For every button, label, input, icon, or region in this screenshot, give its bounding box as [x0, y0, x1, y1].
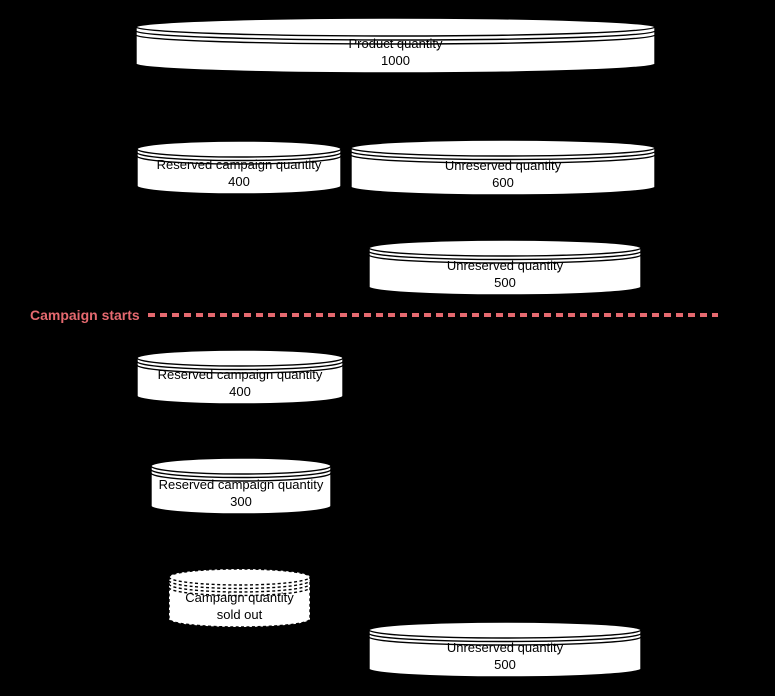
cylinder-product-quantity: Product quantity 1000 — [135, 18, 656, 73]
campaign-starts-label: Campaign starts — [30, 307, 140, 323]
cylinder-shape — [136, 350, 344, 404]
cylinder-shape — [150, 458, 332, 514]
campaign-starts-dashed-line — [148, 313, 718, 317]
cylinder-shape — [168, 569, 311, 627]
cylinder-reserved-campaign-quantity-after: Reserved campaign quantity 400 — [136, 350, 344, 404]
cylinder-shape — [136, 141, 342, 194]
cylinder-reserved-campaign-quantity-before: Reserved campaign quantity 400 — [136, 141, 342, 194]
cylinder-shape — [368, 240, 642, 295]
cylinder-reserved-campaign-quantity-300: Reserved campaign quantity 300 — [150, 458, 332, 514]
cylinder-shape — [368, 622, 642, 677]
cylinder-campaign-sold-out: Campaign quantity sold out — [168, 569, 311, 627]
cylinder-unreserved-quantity-600: Unreserved quantity 600 — [350, 140, 656, 195]
cylinder-unreserved-quantity-500-before: Unreserved quantity 500 — [368, 240, 642, 295]
cylinder-shape — [350, 140, 656, 195]
cylinder-unreserved-quantity-500-after: Unreserved quantity 500 — [368, 622, 642, 677]
cylinder-shape — [135, 18, 656, 73]
